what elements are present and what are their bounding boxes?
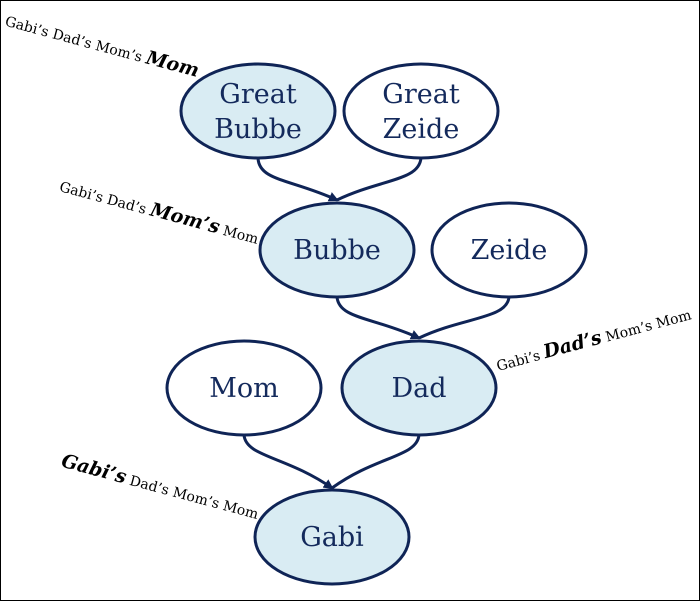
node-mom-label: Mom (209, 373, 279, 404)
node-bubbe: Bubbe (258, 201, 416, 299)
edge-great-zeide-to-bubbe (336, 157, 423, 202)
edge-mom-to-gabi (242, 434, 334, 490)
node-zeide-shape (430, 201, 588, 299)
annotation-gabi-em: Gabi’s (59, 450, 129, 489)
node-zeide-label: Zeide (471, 235, 548, 266)
node-gabi: Gabi (253, 488, 411, 586)
node-great-bubbe-line1: Great (219, 79, 297, 110)
node-mom-shape (165, 339, 323, 437)
annotation-gabi: Gabi’s Dad’s Mom’s Mom (59, 450, 261, 524)
node-gabi-shape (253, 488, 411, 586)
node-bubbe-shape (258, 201, 416, 299)
node-gabi-label: Gabi (300, 522, 364, 553)
node-dad-shape (340, 339, 498, 437)
annotation-bubbe: Gabi’s Dad’s Mom’s Mom (57, 174, 261, 248)
edge-zeide-to-dad (418, 296, 511, 340)
annotation-bubbe-em: Mom’s (147, 198, 223, 238)
edge-great-bubbe-to-bubbe (256, 157, 339, 202)
annotation-great-bubbe-pre: Gabi’s Dad’s Mom’s (3, 14, 148, 67)
annotation-dad-post: Mom’s Mom (600, 307, 694, 346)
node-great-zeide-line2: Zeide (383, 114, 460, 145)
annotation-great-bubbe-em: Mom (143, 46, 202, 81)
node-bubbe-label: Bubbe (293, 235, 381, 266)
edge-bubbe-to-dad (335, 296, 421, 340)
annotation-bubbe-pre: Gabi’s Dad’s (58, 179, 153, 219)
annotation-dad-em: Dad’s (540, 326, 604, 363)
node-great-bubbe-shape (179, 62, 337, 160)
annotation-dad: Gabi’s Dad’s Mom’s Mom (494, 303, 694, 376)
annotation-dad-pre: Gabi’s (495, 347, 547, 375)
node-zeide: Zeide (430, 201, 588, 299)
node-great-bubbe-line2: Bubbe (214, 114, 302, 145)
node-great-zeide-line1: Great (382, 79, 460, 110)
node-dad-label: Dad (391, 373, 446, 404)
node-dad: Dad (340, 339, 498, 437)
annotation-great-bubbe: Gabi’s Dad’s Mom’s Mom (3, 9, 202, 82)
edge-dad-to-gabi (331, 434, 421, 490)
annotation-gabi-post: Dad’s Mom’s Mom (123, 472, 260, 523)
node-great-zeide: Great Zeide (342, 62, 500, 160)
annotation-bubbe-post: Mom (217, 222, 260, 248)
node-great-zeide-shape (342, 62, 500, 160)
edges (242, 157, 511, 490)
node-mom: Mom (165, 339, 323, 437)
node-great-bubbe: Great Bubbe (179, 62, 337, 160)
